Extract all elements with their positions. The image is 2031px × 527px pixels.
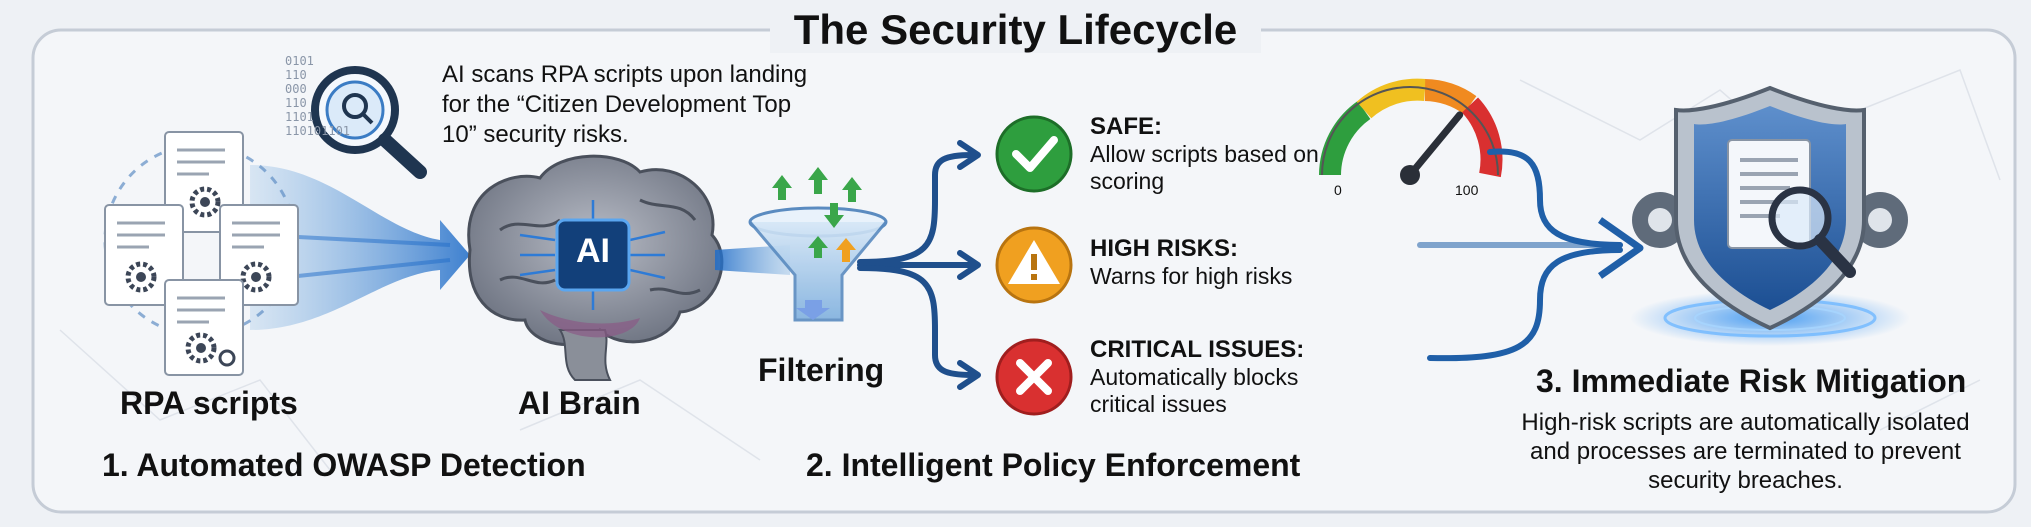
step-1-label: 1. Automated OWASP Detection [102,447,586,483]
outcome-description: Warns for high risks [1090,263,1293,289]
filtering-label: Filtering [758,352,885,388]
x-icon [995,338,1073,416]
binary-line: 0101 [285,54,314,68]
rpa-script-documents [104,131,299,376]
outcome-title: HIGH RISKS: [1090,235,1239,262]
flow-to-brain [250,165,470,330]
gauge-min-label: 0 [1334,182,1342,198]
step-2-label: 2. Intelligent Policy Enforcement [806,447,1301,483]
outcome-critical-issues: CRITICAL ISSUES: Automatically blocks cr… [1090,336,1350,418]
check-icon [995,115,1073,193]
binary-decoration: 0101 110 000 110 1101 110101101 [285,54,350,138]
outcome-title: SAFE: [1090,113,1162,140]
gauge-max-label: 100 [1455,182,1479,198]
outcome-high-risks: HIGH RISKS: Warns for high risks [1090,235,1350,290]
ai-brain-icon [467,154,724,381]
rpa-scripts-label: RPA scripts [120,385,298,421]
flow-to-filter [715,245,790,275]
warning-icon [995,226,1073,304]
outcome-description: Automatically blocks critical issues [1090,364,1299,417]
binary-line: 110101101 [285,124,351,138]
scan-note: AI scans RPA scripts upon landing for th… [442,61,808,148]
step-3-label: 3. Immediate Risk Mitigation [1536,363,1967,399]
binary-line: 110 [285,68,307,82]
ai-chip-label: AI [576,232,610,270]
risk-gauge-icon [1319,78,1503,185]
binary-line: 000 [285,82,307,96]
filter-funnel-icon [748,167,888,322]
outcome-description: Allow scripts based on scoring [1090,141,1319,194]
binary-line: 110 [285,96,307,110]
binary-line: 1101 [285,110,314,124]
outcome-title: CRITICAL ISSUES: [1090,336,1305,363]
outcome-safe: SAFE: Allow scripts based on scoring [1090,113,1330,195]
diagram-title: The Security Lifecycle [0,6,2031,54]
mitigation-arrows [1417,148,1623,362]
branch-arrows [857,140,981,390]
ai-brain-label: AI Brain [518,385,641,421]
step-3-description: High-risk scripts are automatically isol… [1521,409,1970,494]
search-icon [311,66,427,179]
shield-icon [1630,85,1910,346]
